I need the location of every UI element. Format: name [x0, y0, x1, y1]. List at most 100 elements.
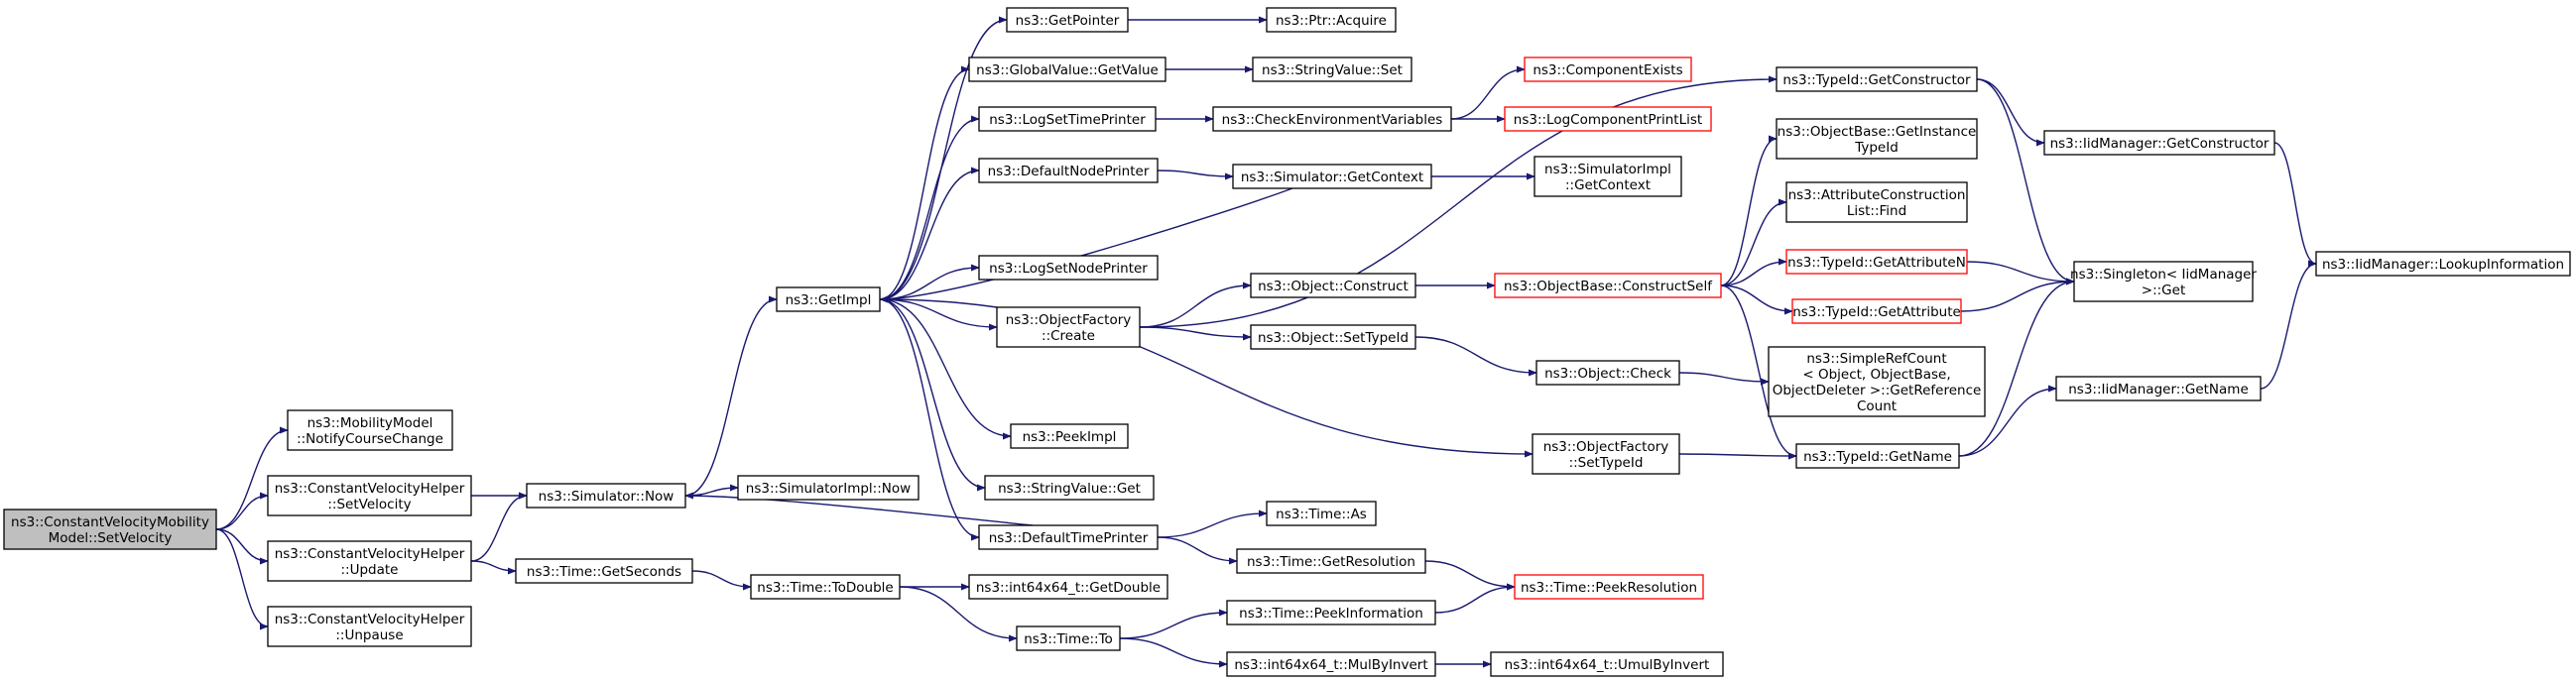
- node-box: [1524, 57, 1692, 82]
- node-box: [1266, 7, 1397, 33]
- node-label: ns3::Simulator::GetContext: [1241, 170, 1423, 185]
- node-singleton-get[interactable]: ns3::Singleton< IidManager >::Get: [2070, 261, 2257, 302]
- node-defaulttimeprinter[interactable]: ns3::DefaultTimePrinter: [978, 524, 1159, 550]
- node-label: ns3::TypeId::GetAttributeN: [1787, 255, 1966, 271]
- edge-cvh-update-to-time-getseconds: [470, 560, 517, 575]
- node-box: [978, 524, 1159, 550]
- node-time-getresolution[interactable]: ns3::Time::GetResolution: [1236, 548, 1426, 574]
- node-label: ns3::ObjectFactory: [1543, 439, 1669, 455]
- edge-cvh-update-to-sim-now: [470, 492, 528, 562]
- node-label: ns3::Singleton< IidManager: [2070, 267, 2257, 283]
- node-logsetnodeprinter[interactable]: ns3::LogSetNodePrinter: [978, 255, 1159, 281]
- edge-obj-settypeid-to-obj-check: [1414, 336, 1537, 377]
- node-cvh-setvel[interactable]: ns3::ConstantVelocityHelper::SetVelocity: [267, 475, 472, 516]
- node-label: ns3::DefaultNodePrinter: [988, 164, 1150, 179]
- node-gv-getvalue[interactable]: ns3::GlobalValue::GetValue: [968, 57, 1166, 82]
- node-label: >::Get: [2142, 283, 2185, 298]
- node-int64-mulbyinvert[interactable]: ns3::int64x64_t::MulByInvert: [1226, 651, 1436, 677]
- node-label: ns3::int64x64_t::GetDouble: [976, 580, 1161, 596]
- edge-objfactory-settypeid-to-typeid-getname: [1678, 452, 1797, 460]
- node-box: [2315, 251, 2571, 277]
- node-root[interactable]: ns3::ConstantVelocityMobilityModel::SetV…: [3, 509, 217, 550]
- node-int64-umulbyinvert[interactable]: ns3::int64x64_t::UmulByInvert: [1490, 651, 1724, 677]
- node-box: [1494, 273, 1722, 298]
- node-iidmanager-lookupinformation[interactable]: ns3::IidManager::LookupInformation: [2315, 251, 2571, 277]
- node-sim-getcontext[interactable]: ns3::Simulator::GetContext: [1232, 164, 1432, 189]
- node-objfactory-settypeid[interactable]: ns3::ObjectFactory::SetTypeId: [1532, 433, 1680, 475]
- node-time-todouble[interactable]: ns3::Time::ToDouble: [750, 574, 901, 600]
- node-time-to[interactable]: ns3::Time::To: [1016, 625, 1121, 651]
- node-obj-settypeid[interactable]: ns3::Object::SetTypeId: [1250, 324, 1416, 350]
- node-box: [2055, 376, 2262, 401]
- node-label: ns3::Object::Construct: [1258, 279, 1409, 294]
- edge-defaulttimeprinter-to-sim-now: [684, 492, 1034, 526]
- node-box: [1533, 156, 1682, 197]
- node-ptr-acquire[interactable]: ns3::Ptr::Acquire: [1266, 7, 1397, 33]
- edge-iidmanager-getconstructor-to-iidmanager-lookupinformation: [2273, 142, 2317, 268]
- node-logcomponentprintlist[interactable]: ns3::LogComponentPrintList: [1504, 106, 1712, 132]
- node-typeid-getattributen[interactable]: ns3::TypeId::GetAttributeN: [1785, 249, 1968, 275]
- edge-objfactory-create-to-obj-construct: [1139, 282, 1252, 328]
- node-simimpl-now[interactable]: ns3::SimulatorImpl::Now: [737, 475, 920, 501]
- node-stringvalue-set[interactable]: ns3::StringValue::Set: [1252, 57, 1412, 82]
- node-cvh-update[interactable]: ns3::ConstantVelocityHelper::Update: [267, 540, 472, 582]
- node-label: ::SetVelocity: [327, 497, 411, 512]
- node-time-peekresolution[interactable]: ns3::Time::PeekResolution: [1514, 574, 1704, 600]
- node-objfactory-create[interactable]: ns3::ObjectFactory::Create: [996, 306, 1141, 348]
- node-label: ns3::IidManager::GetConstructor: [2050, 136, 2269, 152]
- node-box: [1514, 574, 1704, 600]
- node-time-as[interactable]: ns3::Time::As: [1266, 501, 1377, 526]
- node-obj-construct[interactable]: ns3::Object::Construct: [1250, 273, 1416, 298]
- node-notify[interactable]: ns3::MobilityModel::NotifyCourseChange: [287, 409, 453, 451]
- edge-typeid-getattribute-to-singleton-get: [1960, 278, 2075, 312]
- edge-getimpl-to-gv-getvalue: [879, 65, 970, 300]
- node-time-peekinformation[interactable]: ns3::Time::PeekInformation: [1226, 600, 1436, 625]
- node-box: [515, 558, 693, 584]
- node-logsettimeprinter[interactable]: ns3::LogSetTimePrinter: [978, 106, 1157, 132]
- edge-typeid-getname-to-iidmanager-getname: [1958, 385, 2057, 457]
- node-box: [1250, 324, 1416, 350]
- node-defaultnodeprinter[interactable]: ns3::DefaultNodePrinter: [978, 158, 1159, 183]
- node-iidmanager-getconstructor[interactable]: ns3::IidManager::GetConstructor: [2043, 130, 2275, 156]
- edge-typeid-getconstructor-to-iidmanager-getconstructor: [1976, 78, 2045, 147]
- node-box: [968, 574, 1168, 600]
- node-label: ns3::int64x64_t::UmulByInvert: [1505, 657, 1710, 673]
- node-peekimpl[interactable]: ns3::PeekImpl: [1010, 423, 1129, 449]
- node-obj-check[interactable]: ns3::Object::Check: [1535, 360, 1680, 386]
- node-box: [978, 158, 1159, 183]
- node-componentexists[interactable]: ns3::ComponentExists: [1524, 57, 1692, 82]
- node-box: [1776, 66, 1978, 92]
- node-objbase-constructself[interactable]: ns3::ObjectBase::ConstructSelf: [1494, 273, 1722, 298]
- node-label: ::Update: [341, 562, 399, 578]
- node-simimpl-getcontext[interactable]: ns3::SimulatorImpl::GetContext: [1533, 156, 1682, 197]
- edge-defaulttimeprinter-to-time-getresolution: [1157, 536, 1238, 565]
- node-simplerefcount-getrefcount[interactable]: ns3::SimpleRefCount< Object, ObjectBase,…: [1768, 346, 1986, 417]
- node-stringvalue-get[interactable]: ns3::StringValue::Get: [984, 475, 1155, 501]
- node-int64-getdouble[interactable]: ns3::int64x64_t::GetDouble: [968, 574, 1168, 600]
- node-label: ns3::TypeId::GetName: [1803, 449, 1952, 465]
- node-time-getseconds[interactable]: ns3::Time::GetSeconds: [515, 558, 693, 584]
- node-box: [3, 509, 217, 550]
- node-label: ns3::Object::SetTypeId: [1258, 330, 1409, 346]
- node-box: [776, 286, 881, 312]
- node-typeid-getname[interactable]: ns3::TypeId::GetName: [1795, 443, 1960, 469]
- call-nodes: ns3::ConstantVelocityMobilityModel::SetV…: [3, 7, 2571, 677]
- node-label: ns3::GetPointer: [1016, 13, 1120, 29]
- node-typeid-getconstructor[interactable]: ns3::TypeId::GetConstructor: [1776, 66, 1978, 92]
- node-getpointer[interactable]: ns3::GetPointer: [1006, 7, 1129, 33]
- node-checkenv[interactable]: ns3::CheckEnvironmentVariables: [1212, 106, 1452, 132]
- node-typeid-getattribute[interactable]: ns3::TypeId::GetAttribute: [1791, 298, 1962, 324]
- node-getimpl[interactable]: ns3::GetImpl: [776, 286, 881, 312]
- node-label: ::Create: [1042, 328, 1095, 344]
- node-sim-now[interactable]: ns3::Simulator::Now: [526, 483, 686, 509]
- edge-root-to-cvh-update: [215, 528, 269, 565]
- node-box: [1226, 600, 1436, 625]
- node-cvh-unpause[interactable]: ns3::ConstantVelocityHelper::Unpause: [267, 606, 472, 647]
- node-label: ns3::ConstantVelocityHelper: [275, 481, 465, 497]
- node-label: ns3::ConstantVelocityHelper: [275, 612, 465, 627]
- node-iidmanager-getname[interactable]: ns3::IidManager::GetName: [2055, 376, 2262, 401]
- node-label: ns3::Time::As: [1276, 507, 1367, 522]
